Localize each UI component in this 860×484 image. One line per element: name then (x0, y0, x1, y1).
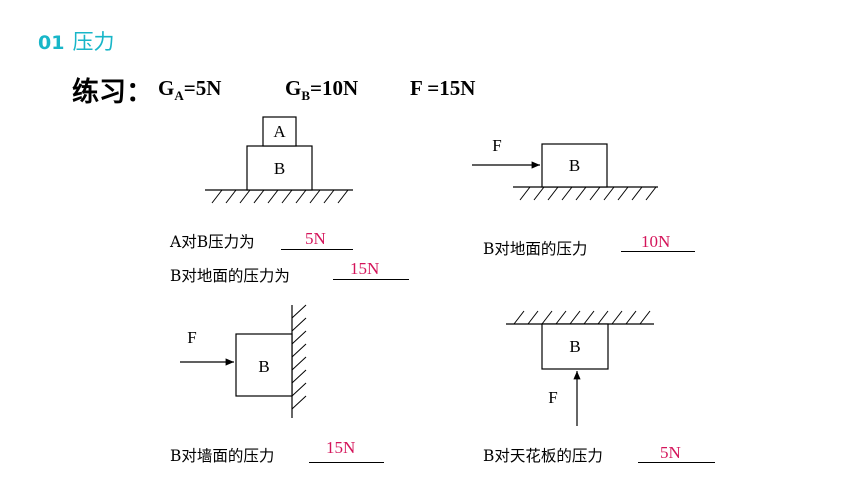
gb-formula: GB=10N (285, 76, 358, 104)
q4-blank (638, 462, 715, 463)
block-b-label: B (258, 357, 269, 376)
block-b (235, 333, 293, 397)
q3-blank (309, 462, 384, 463)
q2-answer: 10N (641, 232, 671, 251)
q1-blank-1 (281, 249, 353, 250)
force-label: F (548, 388, 557, 407)
q2-text: B对地面的压力 (483, 240, 588, 258)
ga-symbol: G (158, 76, 175, 100)
block-b-label: B (569, 337, 580, 356)
ceiling-hatch (513, 310, 651, 325)
block-a-label: A (273, 122, 286, 141)
ga-value: =5N (183, 76, 222, 100)
q1-blank-2 (333, 279, 409, 280)
section-title: 压力 (72, 30, 115, 54)
q1-answer-1: 5N (305, 229, 326, 248)
force-label: F (492, 136, 501, 155)
section-header: 01 压力 (38, 26, 114, 56)
q2-blank (621, 251, 695, 252)
practice-label: 练习： (72, 77, 153, 108)
q4-text: B对天花板的压力 (483, 447, 603, 465)
diagram-stacked-blocks: A B (205, 116, 353, 204)
gb-subscript: B (301, 88, 311, 104)
block-b-label: B (569, 156, 580, 175)
q1-text-b-on-ground: B对地面的压力为 (170, 267, 290, 285)
q3-text: B对墙面的压力 (170, 447, 275, 465)
ga-formula: GA=5N (158, 76, 221, 104)
diagram-wall-push: B F (180, 304, 307, 418)
block-b-label: B (274, 159, 285, 178)
diagram-ceiling-push: B F (506, 310, 654, 426)
wall-hatch (291, 304, 307, 410)
block-b (541, 323, 609, 370)
ground-hatch (519, 186, 657, 201)
q1-text-a-on-b: A对B压力为 (170, 233, 255, 251)
diagram-horizontal-push: B F (472, 136, 658, 201)
section-number: 01 (38, 32, 65, 54)
block-a (262, 116, 297, 147)
gb-symbol: G (285, 76, 302, 100)
f-formula: F =15N (410, 76, 476, 100)
block-b (246, 145, 313, 191)
block-b (541, 143, 608, 188)
q3-answer: 15N (326, 438, 356, 457)
ground-hatch (211, 189, 349, 204)
ga-subscript: A (174, 88, 184, 104)
gb-value: =10N (310, 76, 359, 100)
force-label: F (187, 328, 196, 347)
q4-answer: 5N (660, 443, 681, 462)
q1-answer-2: 15N (350, 259, 380, 278)
